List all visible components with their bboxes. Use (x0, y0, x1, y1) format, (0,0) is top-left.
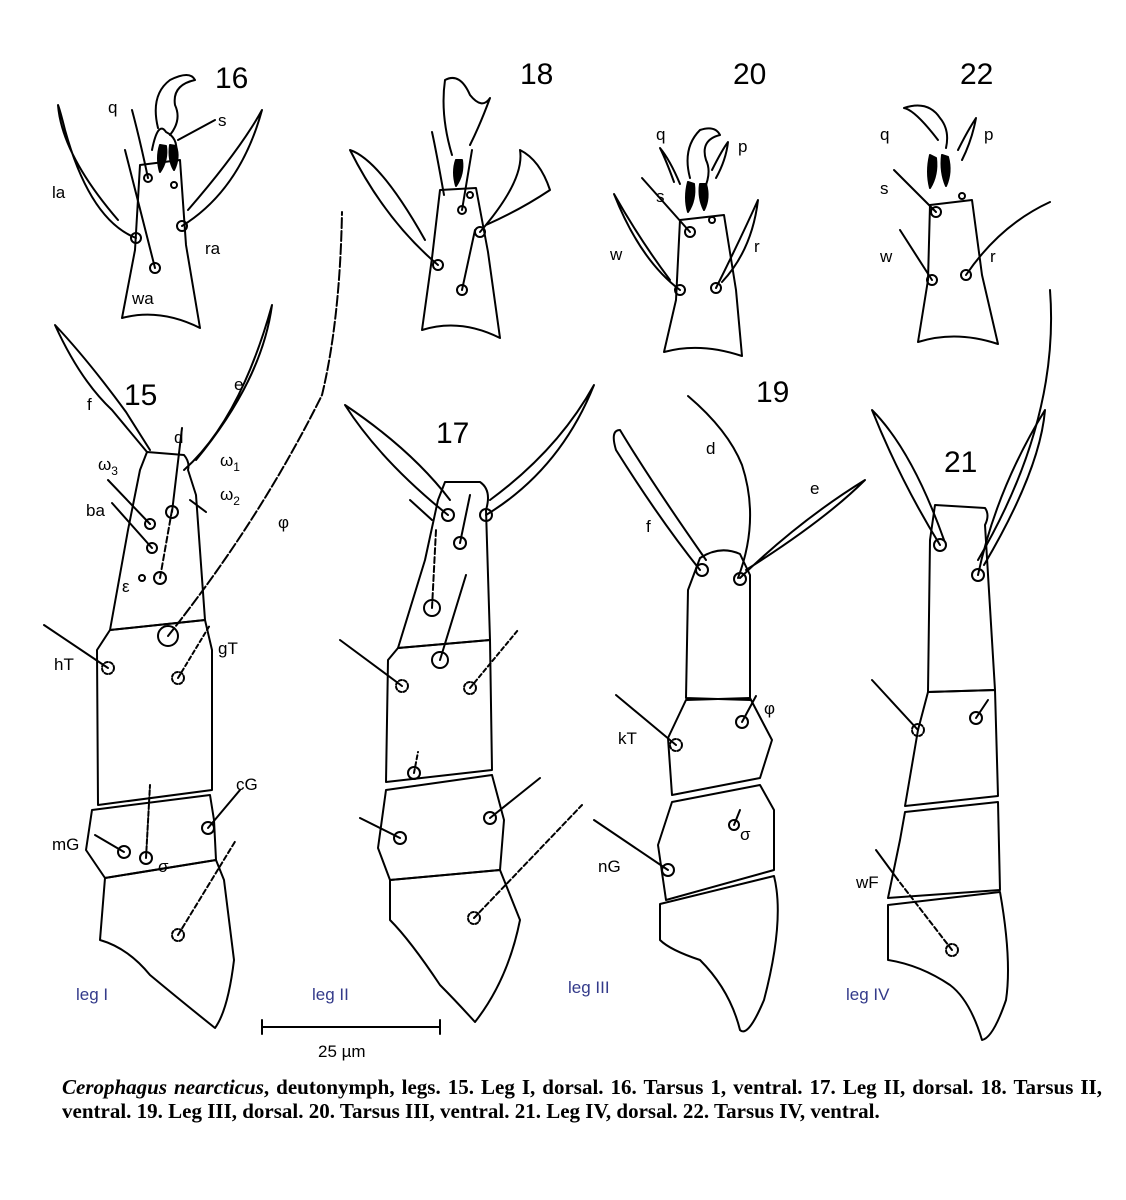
caption-text: , deutonymph, legs. 15. Leg I, dorsal. 1… (62, 1075, 1102, 1123)
seta-label-nG: nG (598, 857, 621, 876)
seta-label-r: r (754, 237, 760, 256)
seta-label-d: d (174, 428, 183, 447)
figure-number-20: 20 (733, 58, 766, 91)
solenidion-label-sigma: σ (158, 857, 169, 876)
seta-label-q: q (656, 125, 665, 144)
seta-label-s: s (656, 187, 665, 206)
seta-label-wF: wF (855, 873, 879, 892)
figure-number-21: 21 (944, 446, 977, 479)
solenidion-label-sigma: σ (740, 825, 751, 844)
figure-number-16: 16 (215, 62, 248, 95)
figure-number-19: 19 (756, 376, 789, 409)
leg-name-leg-2: leg II (312, 985, 349, 1004)
seta-label-f: f (646, 517, 651, 536)
solenidion-label-omega1: ω1 (220, 451, 240, 474)
seta-label-q: q (108, 98, 117, 117)
seta-label-ba: ba (86, 501, 105, 520)
seta-label-p: p (984, 125, 993, 144)
figure-number-17: 17 (436, 417, 469, 450)
seta-label-gT: gT (218, 639, 238, 658)
tarsus-1-ventral-drawing (57, 74, 263, 329)
figure-caption: Cerophagus nearcticus, deutonymph, legs.… (62, 1075, 1102, 1123)
solenidion-label-phi: φ (278, 513, 289, 532)
seta-label-hT: hT (54, 655, 74, 674)
leg-4-dorsal-drawing (871, 289, 1053, 1041)
tarsus-4-ventral-drawing (893, 104, 1051, 345)
seta-label-e: e (234, 375, 243, 394)
seta-label-q: q (880, 125, 889, 144)
figure-number-22: 22 (960, 58, 993, 91)
seta-label-w: w (609, 245, 623, 264)
seta-label-kT: kT (618, 729, 637, 748)
seta-label-r: r (990, 247, 996, 266)
figure-number-15: 15 (124, 379, 157, 412)
scale-bar-label: 25 µm (318, 1042, 366, 1061)
leg-name-leg-1: leg I (76, 985, 108, 1004)
leg-name-leg-3: leg III (568, 978, 610, 997)
solenidion-label-omega2: ω2 (220, 485, 240, 508)
seta-label-s: s (218, 111, 227, 130)
tarsus-3-ventral-drawing (613, 127, 759, 357)
figure-number-18: 18 (520, 58, 553, 91)
seta-label-p: p (738, 137, 747, 156)
leg-2-dorsal-drawing (339, 384, 595, 1023)
leg-name-leg-4: leg IV (846, 985, 890, 1004)
seta-label-d: d (706, 439, 715, 458)
leg-3-dorsal-drawing (593, 395, 866, 1033)
species-name: Cerophagus nearcticus (62, 1075, 264, 1099)
seta-label-s: s (880, 179, 889, 198)
tarsus-2-ventral-drawing (349, 76, 551, 339)
solenidion-label-omega3: ω3 (98, 455, 118, 478)
seta-label-ra: ra (205, 239, 221, 258)
seta-label-epsilon: ε (122, 577, 130, 596)
seta-label-e: e (810, 479, 819, 498)
scale-bar (261, 1019, 441, 1035)
seta-label-mG: mG (52, 835, 79, 854)
seta-label-cG: cG (236, 775, 258, 794)
solenidion-label-phi: φ (764, 699, 775, 718)
seta-label-w: w (879, 247, 893, 266)
seta-label-f: f (87, 395, 92, 414)
seta-label-wa: wa (131, 289, 154, 308)
leg-1-dorsal-drawing (43, 211, 343, 1029)
seta-label-la: la (52, 183, 66, 202)
